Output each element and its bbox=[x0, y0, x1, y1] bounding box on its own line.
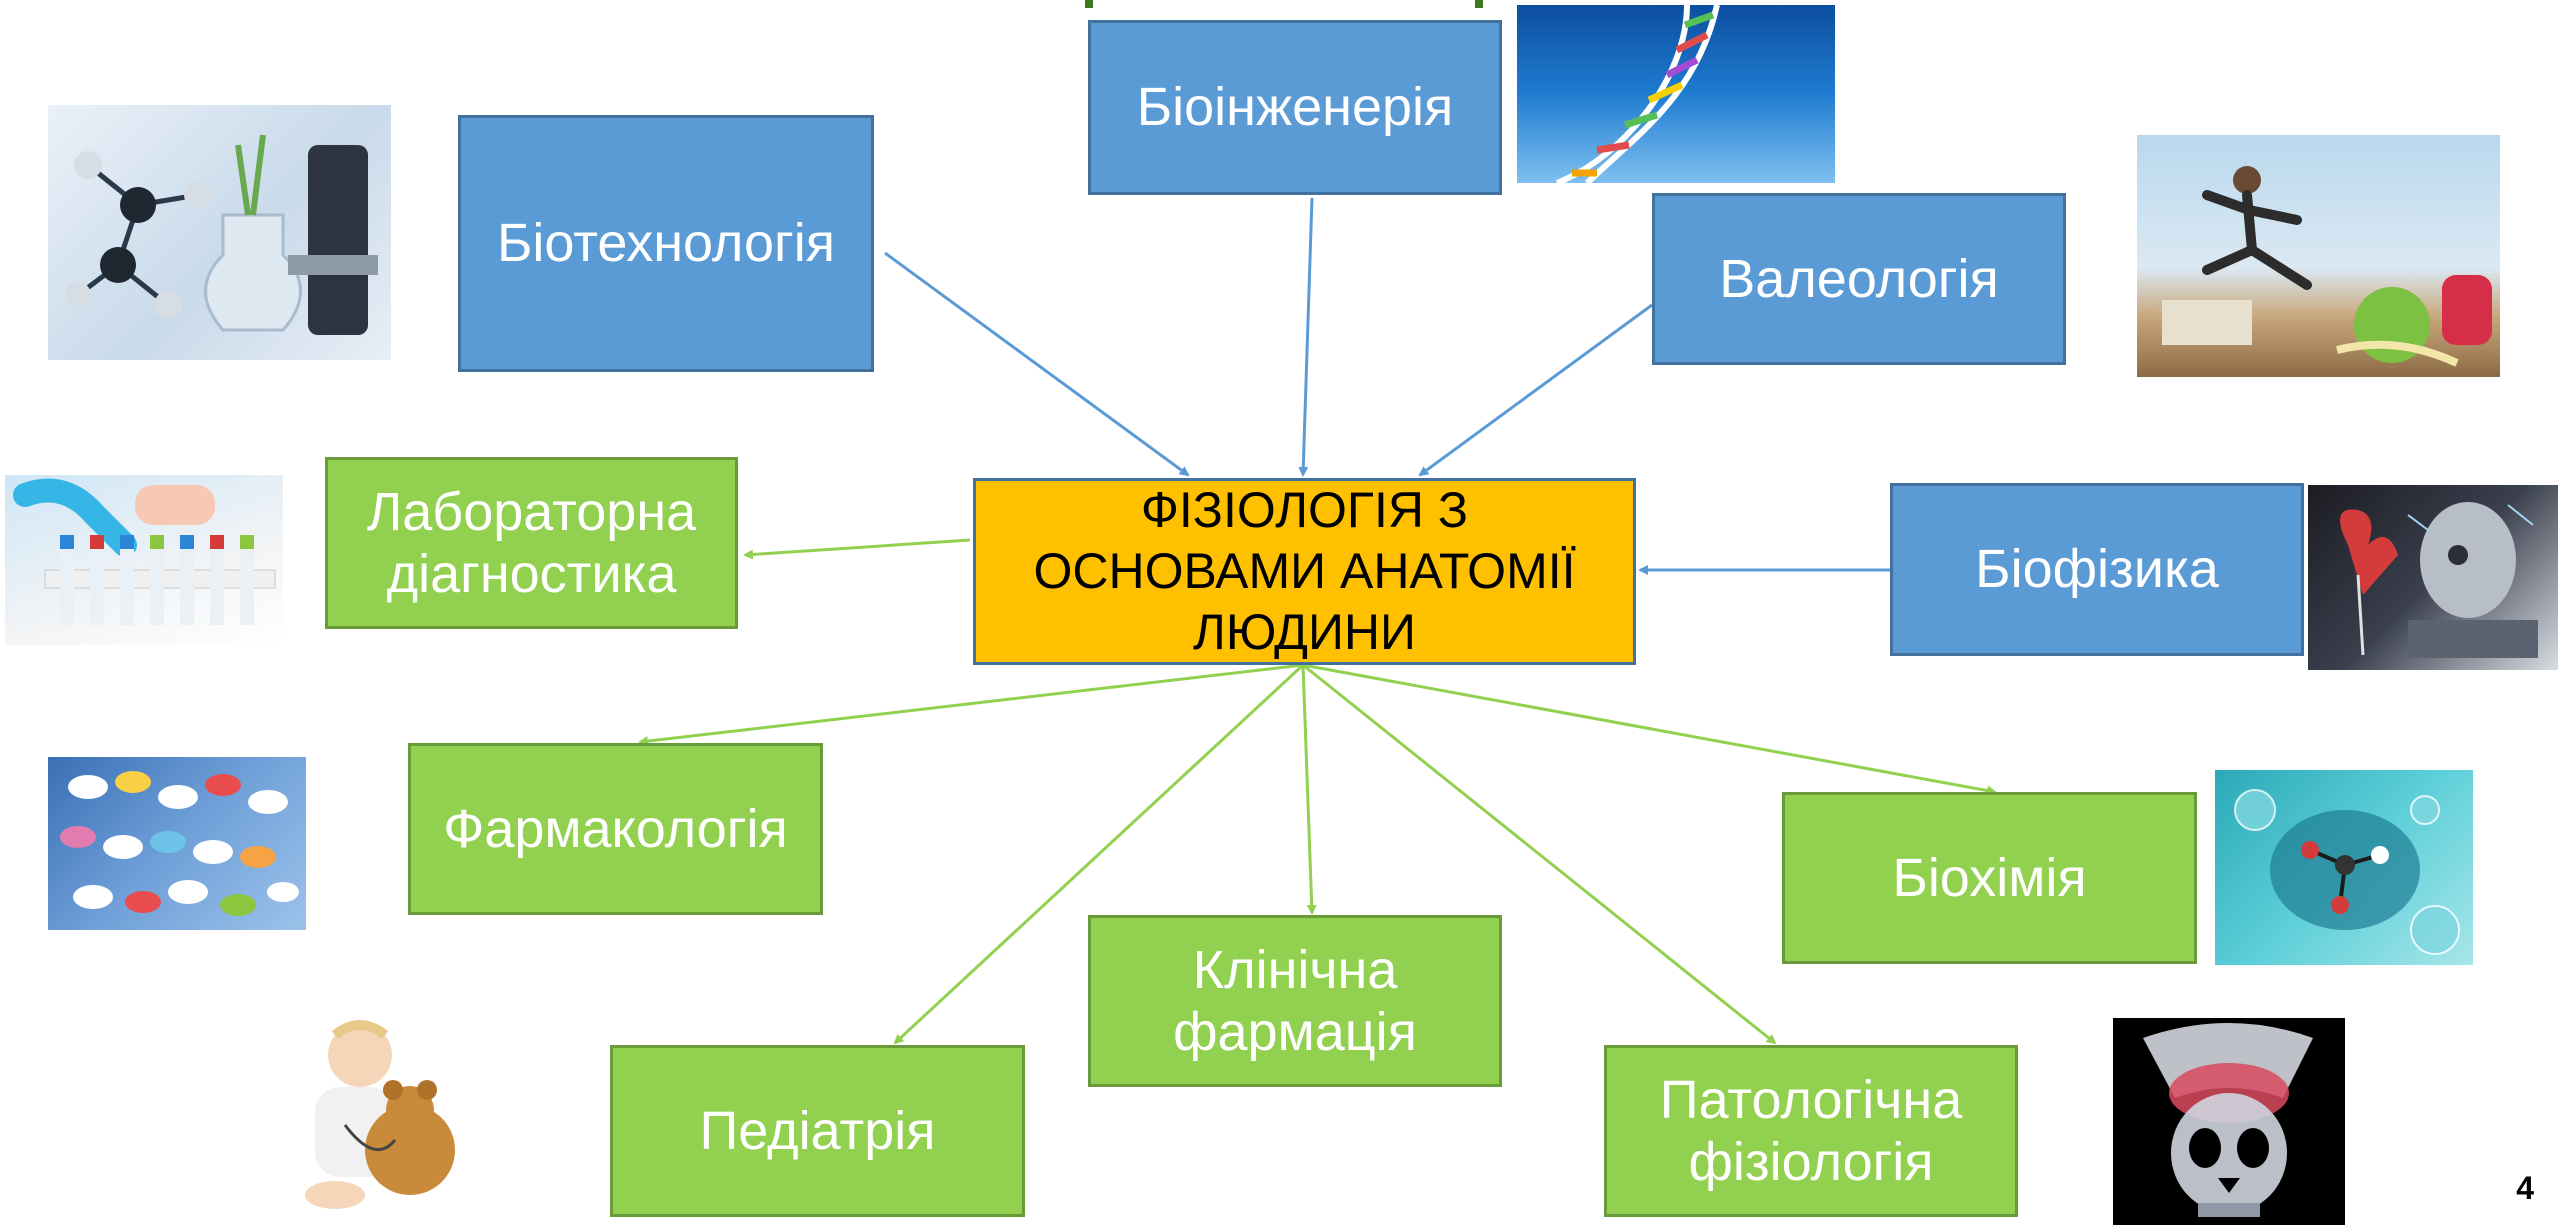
node-biophysics: Біофізика bbox=[1890, 483, 2304, 656]
arrow-center-to-pediatrics bbox=[893, 663, 1305, 1045]
node-pathological-physiology-label: Патологічна фізіологія bbox=[1659, 1069, 1963, 1192]
node-pharmacology-label: Фармакологія bbox=[443, 798, 788, 859]
node-bioengineering: Біоінженерія bbox=[1088, 20, 1502, 195]
arrow-valeology-to-center bbox=[1418, 303, 1653, 477]
page-number: 4 bbox=[2516, 1170, 2534, 1206]
node-biotechnology: Біотехнологія bbox=[458, 115, 874, 372]
center-label: ФІЗІОЛОГІЯ З ОСНОВАМИ АНАТОМІЇ ЛЮДИНИ bbox=[1033, 482, 1576, 660]
node-biochemistry-label: Біохімія bbox=[1892, 847, 2087, 908]
node-pathological-physiology: Патологічна фізіологія bbox=[1604, 1045, 2018, 1217]
node-pediatrics: Педіатрія bbox=[610, 1045, 1025, 1217]
arrow-center-to-clinical-pharmacy bbox=[1301, 664, 1317, 915]
brain-technology-photo bbox=[2308, 485, 2558, 670]
node-clinical-pharmacy: Клінічна фармація bbox=[1088, 915, 1502, 1087]
node-biotechnology-label: Біотехнологія bbox=[496, 213, 835, 274]
node-biophysics-label: Біофізика bbox=[1975, 539, 2219, 600]
arrow-bioengineering-to-center bbox=[1298, 197, 1314, 477]
running-woman-apple-photo bbox=[2137, 135, 2500, 377]
lab-test-tubes-photo bbox=[5, 475, 283, 645]
arrow-center-to-lab-diagnostics bbox=[743, 538, 971, 560]
molecule-bubbles-photo bbox=[2215, 770, 2473, 965]
arrow-center-to-pharmacology bbox=[638, 663, 1304, 747]
node-bioengineering-label: Біоінженерія bbox=[1136, 77, 1454, 138]
node-lab-diagnostics: Лабораторна діагностика bbox=[325, 457, 738, 629]
baby-teddy-bear-photo bbox=[275, 1015, 480, 1215]
dna-helix-photo bbox=[1517, 5, 1835, 183]
pills-photo bbox=[48, 757, 306, 930]
arrow-center-to-pathological-physiology bbox=[1302, 663, 1777, 1045]
node-biochemistry: Біохімія bbox=[1782, 792, 2197, 964]
molecules-microscope-photo bbox=[48, 105, 391, 360]
node-valeology: Валеологія bbox=[1652, 193, 2066, 365]
node-lab-diagnostics-label: Лабораторна діагностика bbox=[366, 481, 697, 604]
node-valeology-label: Валеологія bbox=[1719, 248, 1999, 309]
node-clinical-pharmacy-label: Клінічна фармація bbox=[1173, 939, 1417, 1062]
center-node: ФІЗІОЛОГІЯ З ОСНОВАМИ АНАТОМІЇ ЛЮДИНИ bbox=[973, 478, 1636, 665]
title-fragment bbox=[1085, 0, 1483, 8]
arrow-center-to-biochemistry bbox=[1302, 663, 1997, 796]
node-pharmacology: Фармакологія bbox=[408, 743, 823, 915]
skull-xray-photo bbox=[2113, 1018, 2345, 1225]
arrow-biotechnology-to-center bbox=[884, 251, 1190, 477]
node-pediatrics-label: Педіатрія bbox=[699, 1100, 936, 1161]
